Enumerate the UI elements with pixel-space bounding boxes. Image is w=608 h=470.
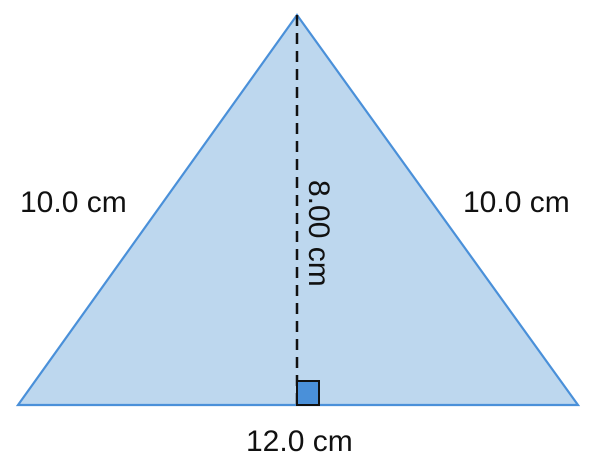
right-side-label: 10.0 cm [463,186,570,219]
right-angle-marker [296,380,320,406]
left-side-label: 10.0 cm [20,186,127,219]
height-label: 8.00 cm [302,180,335,287]
base-label: 12.0 cm [246,425,353,458]
